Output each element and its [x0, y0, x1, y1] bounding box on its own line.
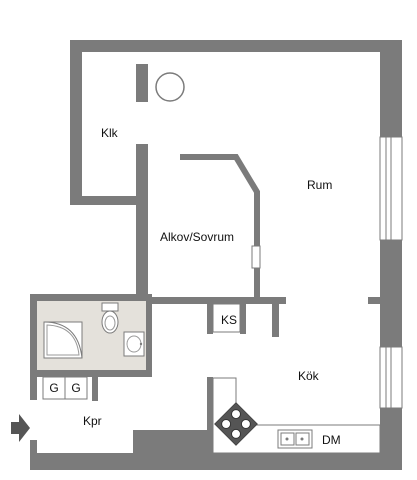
label-g-2: G [71, 381, 80, 395]
wall-klk-upper [136, 64, 148, 102]
windows [368, 136, 403, 409]
wall-stub-right [368, 297, 382, 304]
washbasin-icon [123, 331, 145, 357]
wall-kitchen-stub [272, 304, 279, 337]
wall-ks-left [207, 304, 213, 334]
wall-bottom [30, 453, 402, 470]
round-column-icon [155, 72, 185, 102]
wall-right-1 [380, 40, 402, 137]
wall-klk-lower [136, 144, 148, 294]
room-label-rum: Rum [307, 178, 332, 192]
wall-hall-bottom [133, 430, 211, 453]
room-label-klk: Klk [101, 126, 119, 140]
wardrobes: G G [42, 376, 88, 400]
wall-hall-stub [92, 377, 98, 401]
bathroom-fixtures [43, 302, 145, 359]
room-label-kok: Kök [298, 369, 320, 383]
wall-left-bottom [30, 440, 37, 470]
wall-alkov-bottom [148, 297, 286, 304]
wall-bathroom-right [146, 301, 152, 377]
wall-kitchen-left [207, 377, 213, 453]
label-g-1: G [49, 381, 58, 395]
kitchen-sink-icon [277, 429, 313, 449]
wall-left-upper [70, 40, 82, 202]
wall-bathroom-top [30, 294, 152, 301]
stove-icon [214, 402, 258, 446]
wall-right-2 [380, 240, 402, 347]
alkov-opening [251, 245, 261, 269]
label-dm: DM [322, 433, 341, 447]
wall-ks-right [240, 304, 246, 334]
outer-walls [30, 40, 402, 470]
wall-alkov-partition [180, 154, 260, 297]
kitchen-counter: DM [212, 377, 381, 454]
interior-walls [30, 64, 286, 453]
wardrobe-g-2 [64, 376, 88, 400]
label-ks: KS [221, 313, 237, 327]
wall-left-lower [30, 294, 37, 400]
room-label-kpr: Kpr [83, 414, 102, 428]
cabinet-ks [212, 303, 241, 333]
room-label-alkov: Alkov/Sovrum [160, 230, 234, 244]
entrance-arrow-icon [11, 414, 30, 442]
wall-bathroom-bottom [30, 370, 152, 377]
toilet-icon [101, 302, 119, 334]
wall-top [70, 40, 402, 52]
wall-klk-bottom [70, 196, 148, 205]
